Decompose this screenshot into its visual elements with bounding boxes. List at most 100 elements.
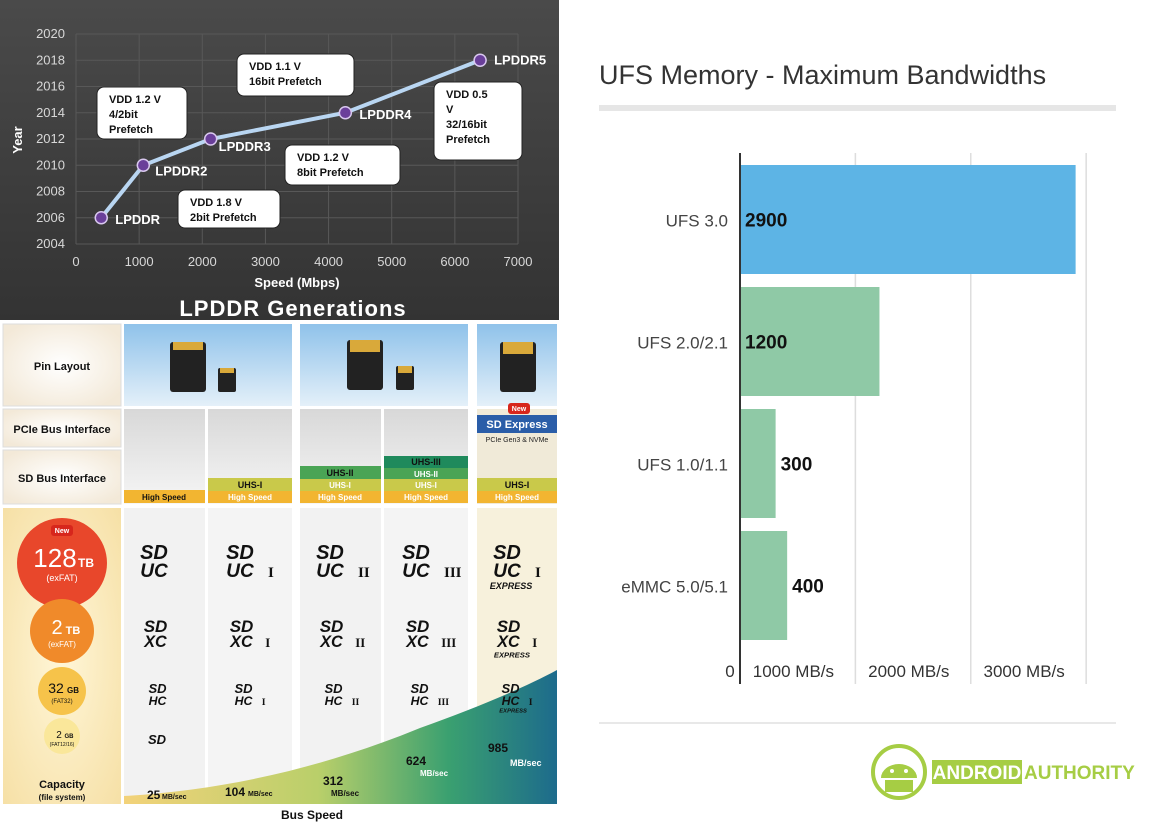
speed-value: 624: [406, 754, 426, 768]
tag-uhs-i: UHS-I: [415, 481, 437, 490]
speed-unit: MB/sec: [331, 789, 360, 798]
svg-text:SD: SD: [501, 681, 520, 696]
svg-text:XC: XC: [496, 633, 520, 651]
svg-text:I: I: [262, 697, 266, 708]
ufs-bar-value-label: 300: [781, 455, 813, 476]
lpddr-title: LPDDR Generations: [179, 296, 406, 320]
svg-text:I: I: [535, 565, 541, 581]
ufs-bar-value-label: 2900: [745, 211, 787, 232]
lpddr-point-marker: [338, 106, 353, 120]
lpddr-y-axis-label: Year: [10, 126, 25, 153]
svg-text:EXPRESS: EXPRESS: [494, 650, 531, 659]
bus-interface-tags: High Speed UHS-I High Speed UHS-II UHS-I…: [124, 456, 557, 503]
speed-value: 312: [323, 774, 343, 788]
lpddr-x-tick: 0: [72, 254, 79, 269]
capacity-fs: (exFAT): [48, 640, 76, 649]
tag-high-speed: High Speed: [228, 493, 272, 502]
lpddr-y-tick: 2010: [36, 157, 65, 172]
new-badge-text: New: [512, 406, 527, 413]
tag-high-speed: High Speed: [318, 493, 362, 502]
svg-text:II: II: [352, 697, 360, 708]
lpddr-annotation-bubble: VDD 1.8 V 2bit Prefetch: [177, 189, 281, 229]
brand-authority: AUTHORITY: [1024, 763, 1135, 784]
speed-unit: MB/sec: [510, 758, 542, 768]
capacity-value: 128: [33, 543, 76, 573]
tag-uhs-iii: UHS-III: [411, 457, 441, 467]
ufs-bandwidth-chart: UFS Memory - Maximum Bandwidths 29001200…: [599, 60, 1135, 800]
speed-value: 985: [488, 741, 508, 755]
capacity-fs: (exFAT): [46, 573, 77, 583]
svg-text:XC: XC: [143, 633, 167, 651]
svg-text:EXPRESS: EXPRESS: [490, 581, 533, 591]
lpddr-y-tick: 2018: [36, 52, 65, 67]
lpddr-y-tick: 2012: [36, 131, 65, 146]
lpddr-point-marker: [94, 211, 109, 225]
ufs-category-label: UFS 2.0/2.1: [637, 334, 728, 353]
capacity-fs: (FAT12/16): [50, 742, 75, 748]
lpddr-annotation-text: VDD 1.1 V: [249, 61, 302, 73]
capacity-fs: (FAT32): [51, 699, 72, 705]
ufs-category-label: eMMC 5.0/5.1: [621, 578, 728, 597]
tag-high-speed: High Speed: [142, 493, 186, 502]
tag-uhs-i: UHS-I: [505, 480, 530, 490]
svg-text:III: III: [438, 697, 450, 708]
ufs-title-rule: [599, 105, 1116, 111]
svg-text:SD: SD: [497, 617, 521, 636]
lpddr-annotation-text: 32/16bit: [446, 119, 487, 131]
new-badge-text: New: [55, 528, 70, 535]
lpddr-y-tick: 2006: [36, 210, 65, 225]
bus-speed-wave: [124, 670, 557, 804]
ufs-bar: [741, 165, 1076, 274]
svg-text:SD: SD: [144, 617, 168, 636]
lpddr-x-tick: 4000: [314, 254, 343, 269]
svg-text:HC: HC: [502, 694, 521, 708]
lpddr-x-tick: 1000: [125, 254, 154, 269]
sd-express-badge: [477, 415, 557, 433]
lpddr-x-axis-label: Speed (Mbps): [254, 275, 339, 290]
svg-text:II: II: [358, 565, 370, 581]
speed-unit: MB/sec: [420, 769, 449, 778]
lpddr-annotation-text: 16bit Prefetch: [249, 76, 322, 88]
svg-text:UC: UC: [493, 561, 521, 582]
capacity-label: Capacity: [39, 779, 86, 791]
capacity-unit: TB: [78, 556, 94, 570]
pcie-note: PCIe Gen3 & NVMe: [486, 437, 549, 444]
lpddr-point-marker: [136, 158, 151, 172]
lpddr-point-marker: [203, 132, 218, 146]
ufs-x-tick: 2000 MB/s: [868, 662, 949, 681]
ufs-bar: [741, 409, 776, 518]
capacity-value: 32: [48, 680, 64, 696]
tag-high-speed: High Speed: [495, 493, 539, 502]
sd-logo: SD: [148, 732, 167, 747]
speed-value: 25: [147, 788, 161, 802]
svg-text:UC: UC: [226, 561, 254, 582]
lpddr-annotation-text: 8bit Prefetch: [297, 167, 364, 179]
lpddr-y-tick: 2020: [36, 26, 65, 41]
lpddr-annotation-text: VDD 1.8 V: [190, 197, 243, 209]
lpddr-x-tick: 7000: [504, 254, 533, 269]
lpddr-annotation-bubble: VDD 1.1 V 16bit Prefetch: [236, 53, 355, 97]
bus-speed-label: Bus Speed: [281, 808, 343, 822]
lpddr-annotation-text: VDD 0.5: [446, 89, 488, 101]
lpddr-point-label: LPDDR3: [219, 139, 271, 154]
sd-card-icons: [170, 340, 536, 392]
bus-speeds: 25 MB/sec 104 MB/sec 312 MB/sec 624 MB/s…: [147, 741, 542, 802]
lpddr-annotation-text: 2bit Prefetch: [190, 212, 257, 224]
capacity-unit: GB: [67, 686, 79, 695]
speed-value: 104: [225, 785, 245, 799]
lpddr-annotation-text: Prefetch: [109, 124, 153, 136]
svg-text:III: III: [444, 565, 462, 581]
svg-text:II: II: [355, 636, 365, 650]
svg-text:EXPRESS: EXPRESS: [499, 709, 527, 715]
